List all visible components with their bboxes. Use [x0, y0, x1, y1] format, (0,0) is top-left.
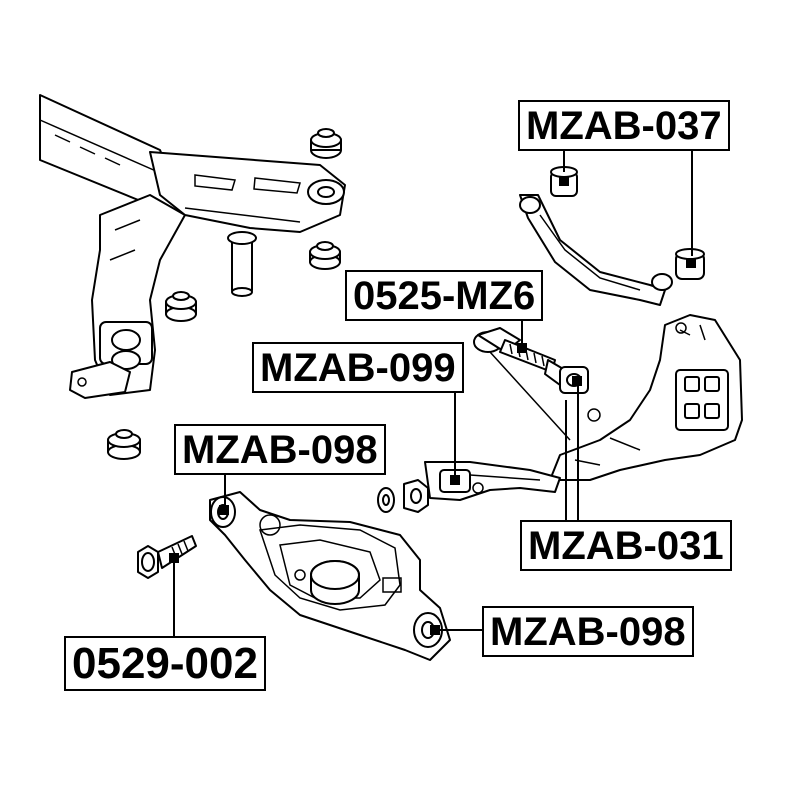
label-mzab-099: MZAB-099: [252, 342, 464, 393]
label-mzab-098-right: MZAB-098: [482, 606, 694, 657]
leader-lines: [169, 148, 696, 636]
label-mzab-098-top: MZAB-098: [174, 424, 386, 475]
mount-bushing-bottom: [107, 429, 141, 460]
label-0529-002: 0529-002: [64, 636, 266, 691]
label-mzab-031: MZAB-031: [520, 520, 732, 571]
rear-subframe: [39, 94, 346, 399]
knuckle: [549, 314, 743, 481]
nut: [403, 479, 429, 513]
bushing-mzab-037-bottom: [651, 248, 705, 291]
label-mzab-037: MZAB-037: [518, 100, 730, 151]
label-0525-mz6: 0525-MZ6: [345, 270, 544, 321]
cam-bolt: [137, 535, 197, 579]
toe-link: [473, 327, 589, 441]
lateral-link: [424, 461, 561, 501]
lower-control-arm: [209, 491, 451, 661]
mount-bushing-top: [310, 128, 342, 159]
mount-bushing-left: [165, 291, 197, 322]
upper-control-arm: [519, 166, 705, 306]
mount-bushing-mid: [309, 241, 341, 270]
washer: [377, 487, 395, 513]
